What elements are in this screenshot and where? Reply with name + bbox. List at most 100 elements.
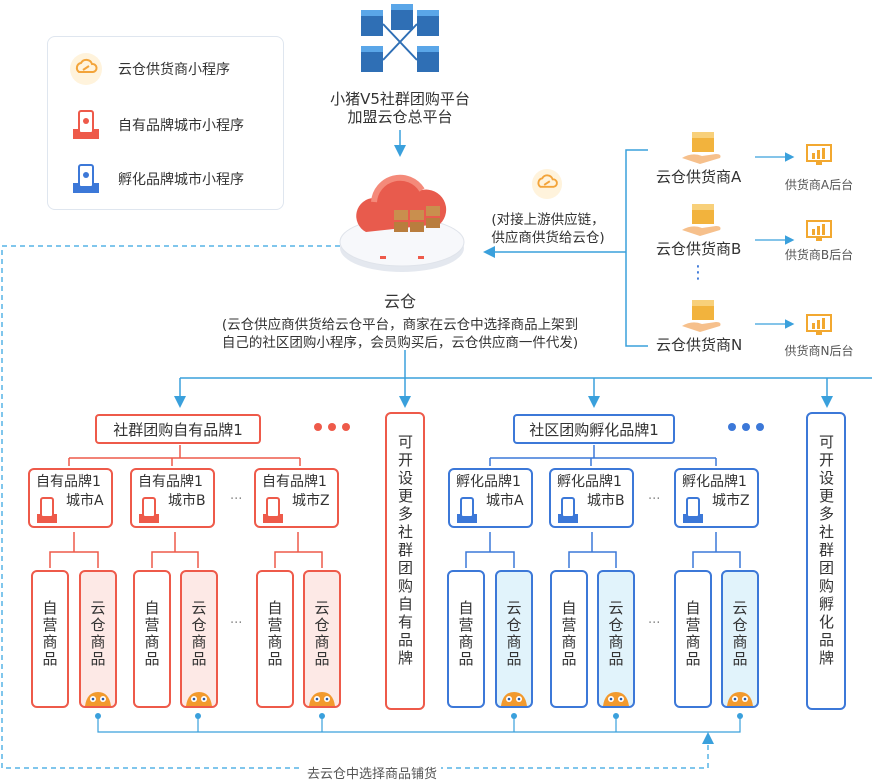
backend-label: 供货商A后台: [784, 178, 854, 192]
upstream-line1: (对接上游供应链，: [491, 212, 605, 228]
ellipsis: ...: [648, 612, 661, 627]
cloud-label: 云仓: [383, 292, 417, 311]
legend-label: 自有品牌城市小程序: [118, 118, 244, 134]
blue-incubate-miniapp-icon: [683, 497, 703, 523]
cloud-link-icon: [531, 168, 563, 204]
self-goods-box: 自营商品: [133, 570, 171, 708]
self-goods-box: 自营商品: [31, 570, 69, 708]
city-name-line: 城市Z: [292, 493, 330, 509]
cloud-goods-label: 云仓商品: [504, 600, 523, 668]
supplier-b: 云仓供货商B: [656, 200, 756, 259]
blue-incubate-miniapp-icon: [457, 497, 477, 523]
own-brand-tree: [68, 445, 301, 466]
legend-label: 云仓供货商小程序: [118, 62, 230, 78]
cloud-desc-line2: 自己的社区团购小程序，会员购买后，云仓供应商一件代发): [221, 335, 579, 351]
more-dot-blue: [742, 423, 750, 431]
red-brand-miniapp-icon: [68, 107, 104, 143]
bottom-label: 去云仓中选择商品铺货: [302, 763, 442, 782]
incubate-brand-title: 社区团购孵化品牌1: [513, 414, 675, 444]
self-goods-label: 自营商品: [559, 600, 578, 668]
cloud-goods-box: 云仓商品: [303, 570, 341, 708]
supplier-bracket: [625, 149, 648, 347]
cloud-goods-label: 云仓商品: [312, 600, 331, 668]
cloud-desc-line1: (云仓供应商供货给云仓平台，商家在云仓中选择商品上架到: [221, 317, 579, 333]
cloud-link-icon: [68, 51, 104, 87]
mascot-icon: [309, 692, 335, 706]
red-brand-miniapp-icon: [37, 497, 57, 523]
connector-dot: [319, 713, 325, 719]
package-hand-icon: [680, 128, 724, 166]
cloud-goods-label: 云仓商品: [88, 600, 107, 668]
more-own-brand-label: 可开设更多社群团购自有品牌: [396, 434, 414, 668]
incubate-city-card: 孵化品牌1 城市A: [448, 468, 533, 528]
incubate-city-card: 孵化品牌1 城市B: [549, 468, 634, 528]
backend-label: 供货商N后台: [784, 344, 854, 358]
self-goods-box: 自营商品: [674, 570, 712, 708]
own-city-card: 自有品牌1 城市B: [130, 468, 215, 528]
own-goods-connectors: [49, 532, 323, 568]
more-dot-red: [314, 423, 322, 431]
city-brand-line: 孵化品牌1: [557, 474, 622, 490]
connector-dot: [737, 713, 743, 719]
more-incubate-brand-box: 可开设更多社群团购孵化品牌: [806, 412, 846, 710]
cloud-goods-box: 云仓商品: [495, 570, 533, 708]
cloud-goods-label: 云仓商品: [606, 600, 625, 668]
legend-item: 自有品牌城市小程序: [68, 107, 244, 143]
incubate-city-card: 孵化品牌1 城市Z: [674, 468, 759, 528]
connector-dot: [613, 713, 619, 719]
supplier-n: 云仓供货商N: [656, 296, 766, 355]
mascot-icon: [727, 692, 753, 706]
self-goods-box: 自营商品: [447, 570, 485, 708]
platform-title-line1: 小猪V5社群团购平台: [330, 90, 470, 108]
self-goods-label: 自营商品: [40, 600, 59, 668]
city-name-line: 城市B: [587, 493, 625, 509]
city-brand-line: 自有品牌1: [138, 474, 203, 490]
ellipsis: ...: [648, 488, 661, 503]
city-name-line: 城市A: [486, 493, 524, 509]
supplier-name: 云仓供货商N: [656, 336, 743, 354]
mascot-icon: [85, 692, 111, 706]
more-dot-blue: [756, 423, 764, 431]
connector-dot: [195, 713, 201, 719]
cloud-goods-box: 云仓商品: [180, 570, 218, 708]
city-brand-line: 自有品牌1: [36, 474, 101, 490]
bottom-collect-line: [97, 716, 741, 733]
cloud-goods-label: 云仓商品: [730, 600, 749, 668]
supplier-name: 云仓供货商B: [656, 240, 742, 258]
more-incubate-brand-label: 可开设更多社群团购孵化品牌: [817, 434, 835, 668]
supplier-a: 云仓供货商A: [656, 128, 756, 187]
legend-label: 孵化品牌城市小程序: [118, 172, 244, 188]
ellipsis: ...: [230, 488, 243, 503]
legend-item: 孵化品牌城市小程序: [68, 161, 244, 197]
city-brand-line: 孵化品牌1: [456, 474, 521, 490]
self-goods-label: 自营商品: [683, 600, 702, 668]
self-goods-label: 自营商品: [142, 600, 161, 668]
package-hand-icon: [680, 296, 724, 334]
legend: 云仓供货商小程序 自有品牌城市小程序 孵化品牌城市小程序: [47, 36, 284, 210]
dashboard-icon: [806, 314, 832, 340]
own-brand-title: 社群团购自有品牌1: [95, 414, 261, 444]
mascot-icon: [501, 692, 527, 706]
city-name-line: 城市A: [66, 493, 104, 509]
cloud-goods-box: 云仓商品: [597, 570, 635, 708]
dashed-loop-line: [1, 245, 714, 769]
self-goods-box: 自营商品: [256, 570, 294, 708]
red-brand-miniapp-icon: [263, 497, 283, 523]
dashboard-icon: [806, 144, 832, 170]
package-hand-icon: [680, 200, 724, 238]
self-goods-label: 自营商品: [456, 600, 475, 668]
incubate-goods-connectors: [465, 532, 741, 568]
upstream-line2: 供应商供货给云仓): [491, 230, 605, 246]
city-name-line: 城市B: [168, 493, 206, 509]
blue-incubate-miniapp-icon: [558, 497, 578, 523]
self-goods-box: 自营商品: [550, 570, 588, 708]
mascot-icon: [603, 692, 629, 706]
connector-dot: [511, 713, 517, 719]
ellipsis: ...: [230, 612, 243, 627]
incubate-brand-tree: [489, 445, 717, 466]
connector-dot: [95, 713, 101, 719]
more-dot-blue: [728, 423, 736, 431]
city-brand-line: 孵化品牌1: [682, 474, 747, 490]
